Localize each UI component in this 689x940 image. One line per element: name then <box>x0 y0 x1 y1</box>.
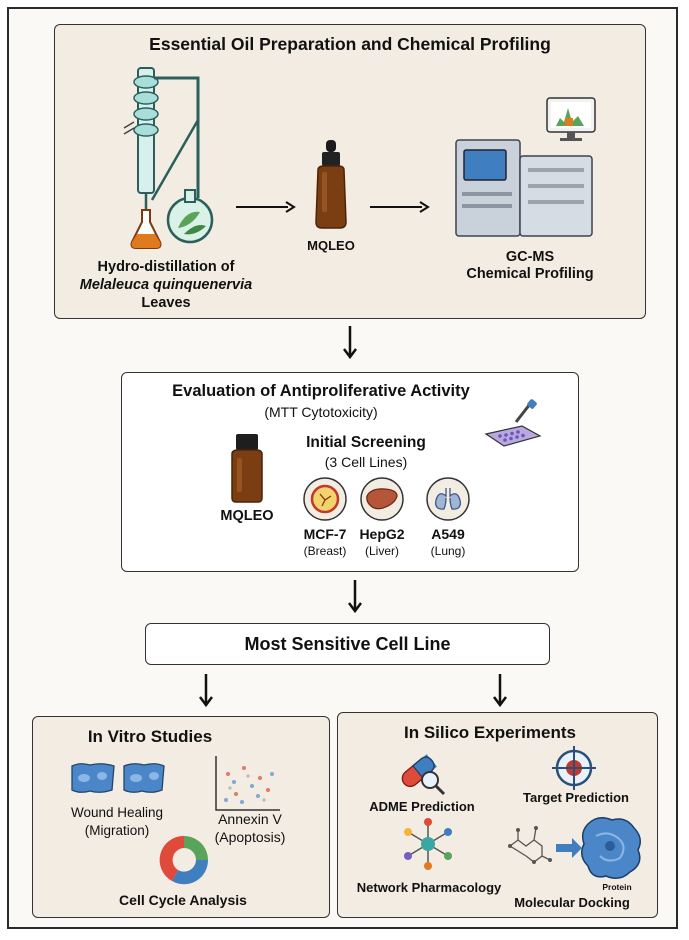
network-pharmacology-icon <box>404 818 452 870</box>
eval-title: Evaluation of Antiproliferative Activity <box>172 382 470 400</box>
distill-label-line2: Melaleuca quinquenervia <box>79 277 253 293</box>
molecular-docking-icon <box>508 817 641 879</box>
adme-label: ADME Prediction <box>369 799 475 814</box>
sensitive-title: Most Sensitive Cell Line <box>244 634 451 654</box>
protein-label: Protein <box>602 882 632 892</box>
arrow-to-invitro <box>199 674 213 708</box>
prep-title: Essential Oil Preparation and Chemical P… <box>149 34 551 54</box>
eval-oil-label: MQLEO <box>220 508 274 524</box>
wound-label-line2: (Migration) <box>84 823 150 838</box>
distill-label-line3: Leaves <box>141 295 191 311</box>
gcms-label-line1: GC-MS <box>505 249 555 265</box>
oil-bottle-icon <box>315 140 347 229</box>
microplate-pipette-icon <box>484 399 542 447</box>
breast-cell-icon <box>303 477 347 521</box>
screening-title: Initial Screening <box>306 434 426 451</box>
cell-tissue-lung: (Lung) <box>430 544 466 558</box>
target-label: Target Prediction <box>523 790 629 805</box>
wound-label-line1: Wound Healing <box>70 805 164 820</box>
cell-tissue-liver: (Liver) <box>364 544 399 558</box>
gcms-label-line2: Chemical Profiling <box>466 266 594 282</box>
cell-name-mcf7: MCF-7 <box>303 526 347 542</box>
wound-healing-icon <box>71 763 165 793</box>
cell-name-a549: A549 <box>431 526 465 542</box>
cell-tissue-breast: (Breast) <box>303 544 347 558</box>
insilico-title: In Silico Experiments <box>404 723 576 742</box>
oil-bottle-icon-2 <box>231 434 263 503</box>
docking-label: Molecular Docking <box>514 895 630 910</box>
screening-subtitle: (3 Cell Lines) <box>324 454 408 470</box>
arrow-to-insilico <box>493 674 507 708</box>
distillation-apparatus-icon <box>123 67 214 249</box>
invitro-panel <box>32 716 330 918</box>
adme-capsule-magnifier-icon <box>401 754 446 796</box>
eval-panel <box>121 372 579 572</box>
cell-cycle-donut-icon <box>159 835 209 885</box>
cellcycle-label: Cell Cycle Analysis <box>119 892 247 908</box>
network-label: Network Pharmacology <box>356 880 502 895</box>
arrow-distill-to-oil <box>236 200 296 219</box>
cell-name-hepg2: HepG2 <box>359 526 405 542</box>
arrow-prep-to-eval <box>343 326 357 360</box>
liver-icon <box>360 477 404 521</box>
invitro-title: In Vitro Studies <box>87 727 213 746</box>
arrow-eval-to-sensitive <box>348 580 362 614</box>
target-crosshair-icon <box>552 746 596 790</box>
gcms-instrument-icon <box>455 97 596 237</box>
annexin-label-line2: (Apoptosis) <box>214 829 286 845</box>
annexin-label-line1: Annexin V <box>218 811 282 827</box>
annexin-scatter-icon <box>215 756 280 811</box>
lung-icon <box>426 477 470 521</box>
sensitive-cell-line-box <box>145 623 550 665</box>
eval-subtitle: (MTT Cytotoxicity) <box>264 404 378 420</box>
insilico-panel <box>337 712 658 918</box>
distill-label-line1: Hydro-distillation of <box>97 259 235 275</box>
arrow-oil-to-gcms <box>370 200 430 219</box>
prep-oil-label: MQLEO <box>307 238 355 253</box>
